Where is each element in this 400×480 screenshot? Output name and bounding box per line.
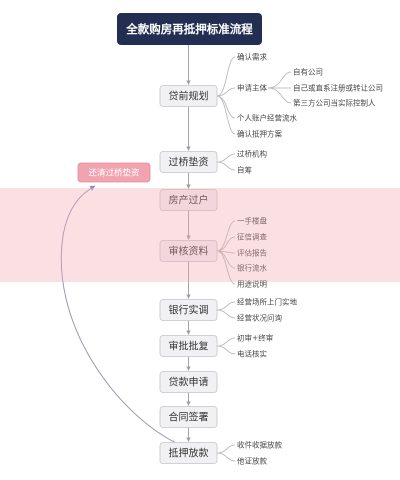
connector-line <box>216 153 236 163</box>
step-node-label: 审批批复 <box>169 340 209 353</box>
step-node-border <box>159 442 218 464</box>
step-node-box <box>160 442 217 464</box>
step-node-border <box>159 406 218 428</box>
step-node-border <box>159 151 218 173</box>
connector-line <box>216 87 236 97</box>
step-node-label: 过桥垫资 <box>169 156 209 169</box>
branch-label: 过桥机构 <box>237 149 267 159</box>
connector-line <box>216 345 236 355</box>
step-node-box <box>160 406 217 428</box>
step-node-border <box>159 240 218 262</box>
relationship-label-box <box>78 163 150 182</box>
branch-label: 确认需求 <box>237 52 267 62</box>
connector-line <box>216 56 236 97</box>
step-node-label: 审核资料 <box>169 245 209 258</box>
branch-label: 确认抵押方案 <box>237 129 282 139</box>
connector-line <box>216 95 236 135</box>
step-node-label: 贷前规划 <box>169 90 209 103</box>
step-node-bridge-financing: 过桥垫资 <box>159 151 218 173</box>
connector-line <box>216 444 236 454</box>
connector-line <box>216 161 236 171</box>
step-node-approval-reply: 审批批复 <box>159 335 218 357</box>
title-box <box>117 13 262 45</box>
branch-labels: 确认需求 申请主体 个人账户经营流水 确认抵押方案 自有公司 自己或直系注册或转… <box>237 52 383 466</box>
connector-line <box>216 220 236 252</box>
step-node-label: 银行实调 <box>169 304 209 317</box>
connector-line <box>267 87 292 104</box>
step-node-pre-loan-planning: 贷前规划 <box>159 85 218 107</box>
branch-label: 经营场所上门实地 <box>237 297 297 307</box>
branch-label: 评估报告 <box>237 248 267 258</box>
step-node-box <box>160 189 217 211</box>
connector-line <box>216 301 236 311</box>
step-node-document-review: 审核资料 <box>159 240 218 262</box>
step-node-border <box>159 299 218 321</box>
branch-label: 个人账户经营流水 <box>237 113 297 123</box>
step-node-loan-application: 贷款申请 <box>159 371 218 393</box>
step-node-box <box>160 151 217 173</box>
branch-connectors <box>216 56 292 462</box>
step-node-label: 合同签署 <box>169 411 209 424</box>
step-node-label: 房产过户 <box>169 194 209 207</box>
branch-label: 一手楼盘 <box>237 216 267 226</box>
step-node-box <box>160 335 217 357</box>
sub-branch-label: 自己或直系注册或转让公司 <box>293 83 383 93</box>
connector-line <box>216 236 236 252</box>
step-node-mortgage-disbursement: 抵押放款 <box>159 442 218 464</box>
step-node-box <box>160 371 217 393</box>
step-node-border <box>159 189 218 211</box>
connector-line <box>216 95 236 119</box>
step-node-label: 抵押放款 <box>169 447 209 460</box>
relationship-label-border <box>77 162 151 183</box>
sub-branch-label: 自有公司 <box>293 67 323 77</box>
branch-label: 自筹 <box>237 165 252 175</box>
connector-line <box>216 452 236 462</box>
step-node-border <box>159 85 218 107</box>
connector-line <box>216 250 236 285</box>
step-node-property-transfer: 房产过户 <box>159 189 218 211</box>
branch-label: 收件收据放款 <box>237 440 282 450</box>
branch-label: 银行流水 <box>237 263 267 273</box>
connector-line <box>216 309 236 319</box>
sub-branch-label: 第三方公司当实际控制人 <box>293 98 376 108</box>
diagram-title: 全款购房再抵押标准流程 <box>125 22 253 36</box>
branch-label: 征信调查 <box>237 232 267 242</box>
relationship-label: 还清过桥垫资 <box>88 168 140 179</box>
step-node-box <box>160 85 217 107</box>
step-node-box <box>160 299 217 321</box>
step-node-box <box>160 240 217 262</box>
branch-label: 用途说明 <box>237 279 267 289</box>
branch-label: 他证放款 <box>237 456 267 466</box>
branch-label: 申请主体 <box>237 83 267 93</box>
watermark-band <box>0 188 400 282</box>
branch-label: 电话核实 <box>237 349 267 359</box>
connector-line <box>216 337 236 347</box>
branch-label: 初审+终审 <box>237 333 273 343</box>
step-node-bank-site-visit: 银行实调 <box>159 299 218 321</box>
step-node-border <box>159 335 218 357</box>
step-node-contract-signing: 合同签署 <box>159 406 218 428</box>
relationship-curve <box>60 185 177 444</box>
branch-label: 经营状况问询 <box>237 313 282 323</box>
step-node-border <box>159 371 218 393</box>
connector-line <box>267 71 292 89</box>
step-node-label: 贷款申请 <box>169 376 209 389</box>
